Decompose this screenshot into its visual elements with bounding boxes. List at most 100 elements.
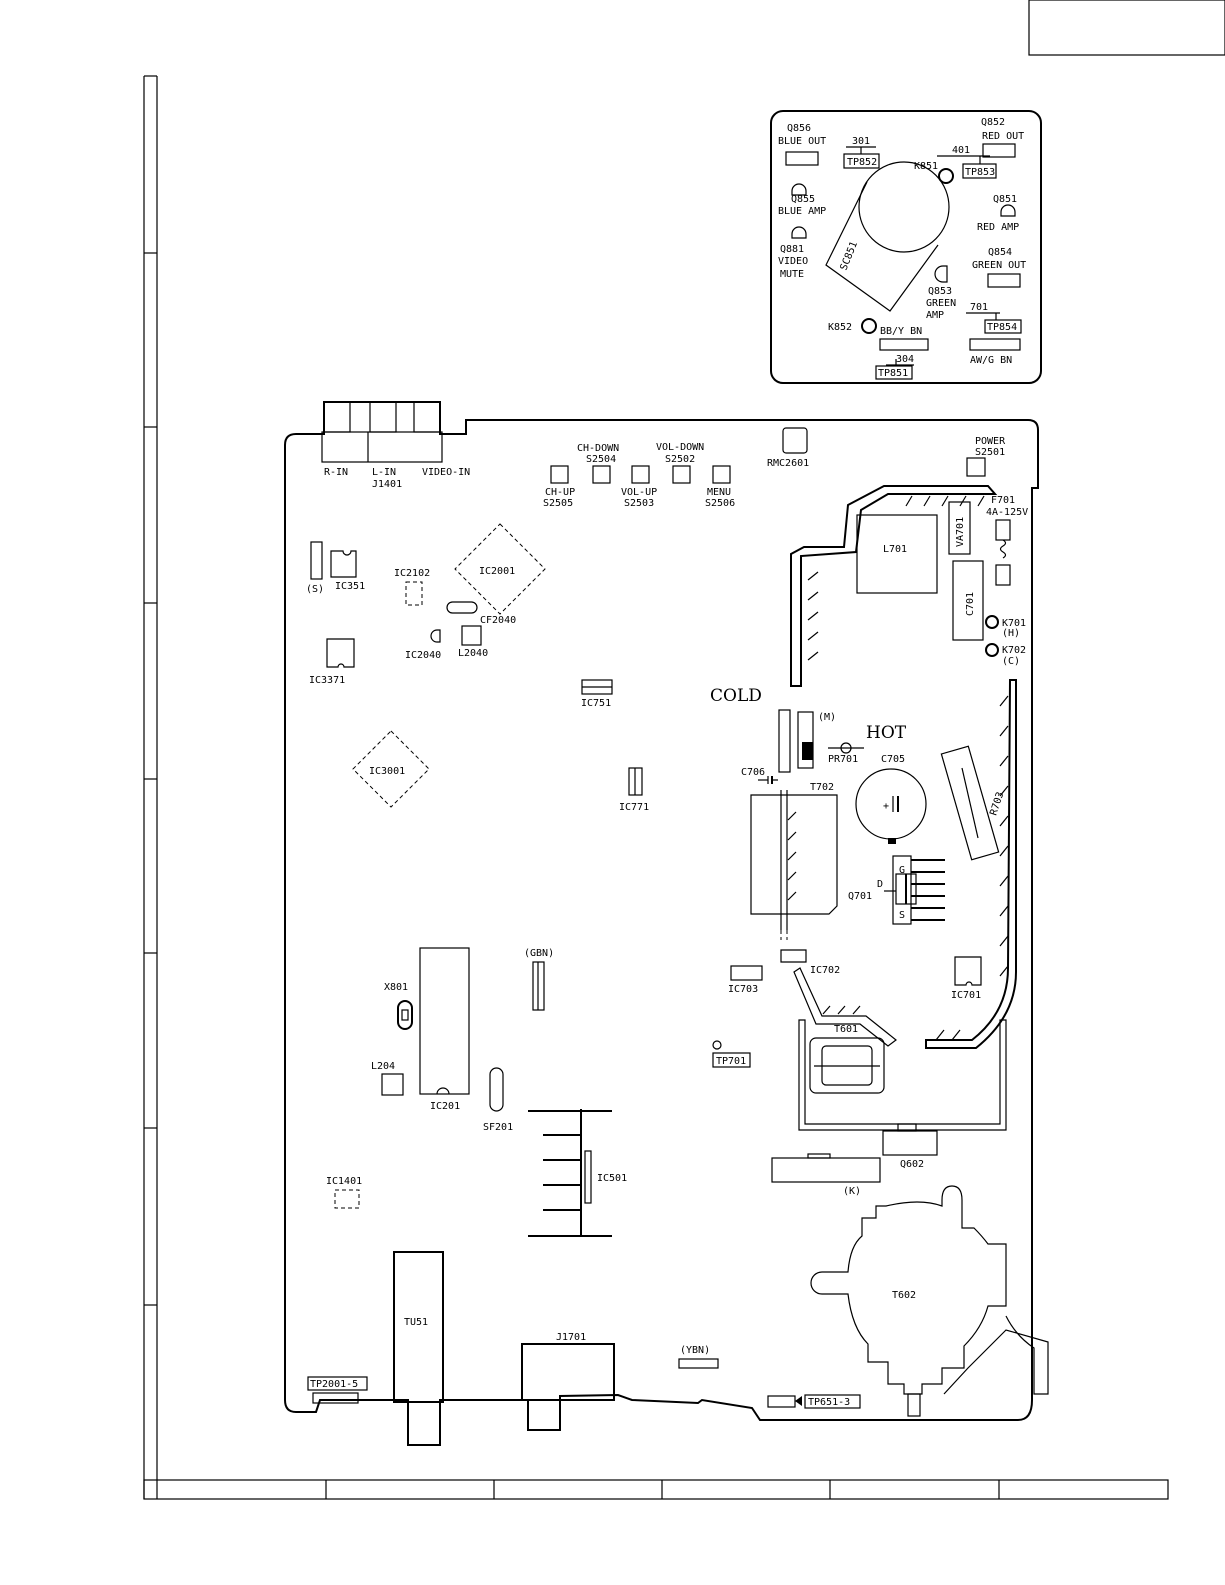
t702-part — [750, 794, 838, 915]
q855-part — [791, 183, 807, 196]
l204-label: L204 — [371, 1061, 395, 1072]
ic2001-part — [454, 523, 546, 615]
jack-video-in — [413, 401, 441, 433]
k701-label: K701 — [1002, 618, 1026, 629]
q701-s-label: S — [899, 910, 905, 921]
cf2040-part — [446, 601, 478, 614]
ic701-part — [954, 956, 982, 986]
bottom-grid-ticks — [156, 1480, 1000, 1499]
tp701-box — [712, 1052, 751, 1068]
k852-ring — [861, 318, 877, 334]
h-label: (H) — [1002, 628, 1020, 639]
ic201-label: IC201 — [430, 1101, 460, 1112]
k702-ring — [985, 643, 999, 657]
s2506-switch — [712, 465, 731, 484]
green-out-label: GREEN OUT — [972, 260, 1026, 271]
q602-label: Q602 — [900, 1159, 924, 1170]
crt-socket-neck — [825, 181, 939, 312]
green-label: GREEN — [926, 298, 956, 309]
k851-ring — [938, 168, 954, 184]
k851-label: K851 — [914, 161, 938, 172]
k701-ring — [985, 615, 999, 629]
sf201-label: SF201 — [483, 1122, 513, 1133]
j1701-label: J1701 — [556, 1332, 586, 1343]
t602-part — [810, 1185, 1007, 1395]
tp2001-pad — [312, 1392, 359, 1404]
s2505-label: S2505 — [543, 498, 573, 509]
q852-part — [982, 143, 1016, 158]
l204-part — [381, 1073, 404, 1096]
t601-part — [809, 1037, 885, 1094]
ic771-label: IC771 — [619, 802, 649, 813]
primary-trace-hatch — [807, 495, 985, 661]
power-label: POWER — [975, 436, 1006, 447]
ybn-label: (YBN) — [680, 1345, 710, 1356]
q854-part — [987, 273, 1021, 288]
q853-label: Q853 — [928, 286, 952, 297]
ic3001-part — [352, 730, 430, 808]
f701-label: F701 — [991, 495, 1015, 506]
ic3371-part — [326, 638, 355, 668]
ch-up-label: CH-UP — [545, 487, 575, 498]
tp651-pad — [767, 1395, 796, 1408]
mute-label: MUTE — [780, 269, 804, 280]
s2506-label: S2506 — [705, 498, 735, 509]
cf2040-label: CF2040 — [480, 615, 516, 626]
q856-label: Q856 — [787, 123, 811, 134]
k-label: (K) — [843, 1186, 861, 1197]
tp651-box — [804, 1394, 861, 1409]
q701-g-label: G — [899, 865, 905, 876]
fuse-rating-label: 4A-125V — [986, 507, 1028, 518]
c706-label: C706 — [741, 767, 765, 778]
c701-label: C701 — [965, 592, 976, 616]
q701-label: Q701 — [848, 891, 872, 902]
left-grid-ticks — [144, 252, 157, 1306]
n401-label: 401 — [952, 145, 970, 156]
tp651-label: TP651-3 — [808, 1397, 850, 1408]
tp854-label: TP854 — [987, 322, 1017, 333]
x801-label: X801 — [384, 982, 408, 993]
header-box — [1028, 0, 1225, 56]
bby-bn-connector — [879, 338, 929, 351]
video-in-label: VIDEO-IN — [422, 467, 470, 478]
ic703-label: IC703 — [728, 984, 758, 995]
tp854-box — [984, 319, 1022, 334]
q852-label: Q852 — [981, 117, 1005, 128]
jack-r-in — [323, 401, 351, 433]
red-out-label: RED OUT — [982, 131, 1024, 142]
rmc2601-part — [782, 427, 808, 454]
ic2102-part — [405, 581, 423, 606]
c701-part — [952, 560, 984, 641]
ic201-part — [419, 947, 470, 1095]
q851-part — [1000, 204, 1016, 217]
isolation-trace — [925, 679, 1017, 1049]
jack-l-in — [369, 401, 397, 433]
k-connector — [771, 1157, 881, 1183]
n701-label: 701 — [970, 302, 988, 313]
crt-socket — [858, 161, 950, 253]
video-label: VIDEO — [778, 256, 808, 267]
l701-part — [856, 514, 938, 594]
ic2001-label: IC2001 — [479, 566, 515, 577]
sc851-label: SC851 — [839, 240, 860, 272]
ic701-label: IC701 — [951, 990, 981, 1001]
q881-part — [791, 226, 807, 239]
ic501-part — [584, 1150, 592, 1204]
crt-board-outline — [770, 110, 1042, 384]
q881-label: Q881 — [780, 244, 804, 255]
c-label: (C) — [1002, 656, 1020, 667]
blue-amp-label: BLUE AMP — [778, 206, 826, 217]
s2505-switch — [550, 465, 569, 484]
l2040-label: L2040 — [458, 648, 488, 659]
main-board: R-IN L-IN VIDEO-IN J1401 CH-DOWN S2504 V… — [284, 401, 1049, 1446]
ic501-heatsink — [528, 1110, 612, 1237]
t702-label: T702 — [810, 782, 834, 793]
s-label: (S) — [306, 584, 324, 595]
q853-part — [934, 265, 948, 283]
red-amp-label: RED AMP — [977, 222, 1019, 233]
l-in-label: L-IN — [372, 467, 396, 478]
s2502-switch — [672, 465, 691, 484]
svg-text:+: + — [883, 801, 889, 812]
sf201-part — [489, 1067, 504, 1112]
